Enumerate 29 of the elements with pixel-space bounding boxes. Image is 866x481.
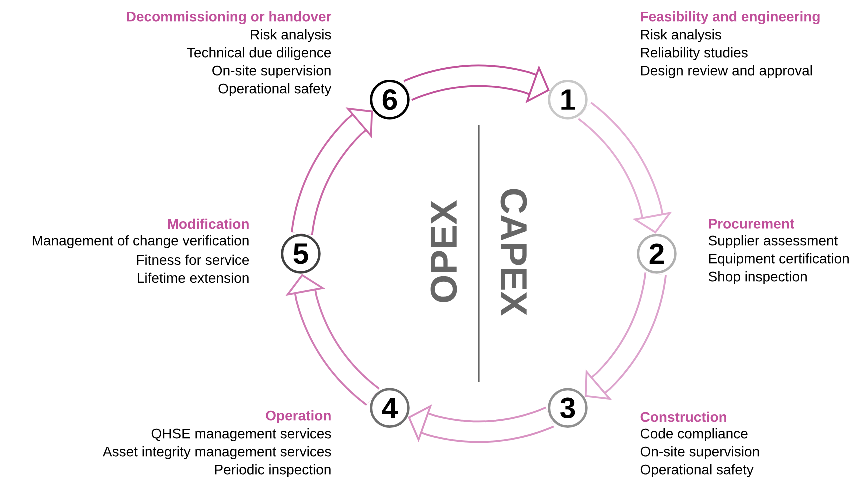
stage-heading: Construction <box>640 412 726 422</box>
activity-text: Operational safety <box>218 83 332 97</box>
stage-heading: Operation <box>266 410 331 424</box>
activity-text: Operational safety <box>640 464 754 478</box>
activity-text: Shop inspection <box>708 271 807 285</box>
activity-text: Management of change verification <box>32 235 249 249</box>
activity-text: Asset integrity management services <box>103 446 332 460</box>
activity-text: Risk analysis <box>641 29 722 43</box>
activity-text: Fitness for service <box>137 254 250 266</box>
stage-heading: Feasibility and engineering <box>641 11 820 25</box>
activity-text: On-site supervision <box>212 65 331 79</box>
activity-text: Supplier assessment <box>708 235 838 249</box>
phase-label: CAPEX <box>500 189 528 316</box>
activity-text: Design review and approval <box>641 65 812 79</box>
stage-heading: Modification <box>168 218 249 230</box>
stage-heading: Decommissioning or handover <box>127 11 332 25</box>
activity-text: Reliability studies <box>641 47 748 61</box>
activity-text: Equipment certification <box>709 253 849 267</box>
activity-text: On-site supervision <box>640 446 760 460</box>
phase-label: OPEX <box>430 200 458 302</box>
activity-text: Lifetime extension <box>138 272 249 284</box>
block-arrow <box>578 102 672 234</box>
block-arrow <box>286 274 380 406</box>
stage-heading: Procurement <box>709 219 794 229</box>
activity-text: Code compliance <box>640 428 748 442</box>
activity-text: QHSE management services <box>152 428 332 442</box>
activity-text: Technical due diligence <box>187 47 332 61</box>
activity-text: Periodic inspection <box>215 464 331 478</box>
activity-text: Risk analysis <box>251 29 332 43</box>
